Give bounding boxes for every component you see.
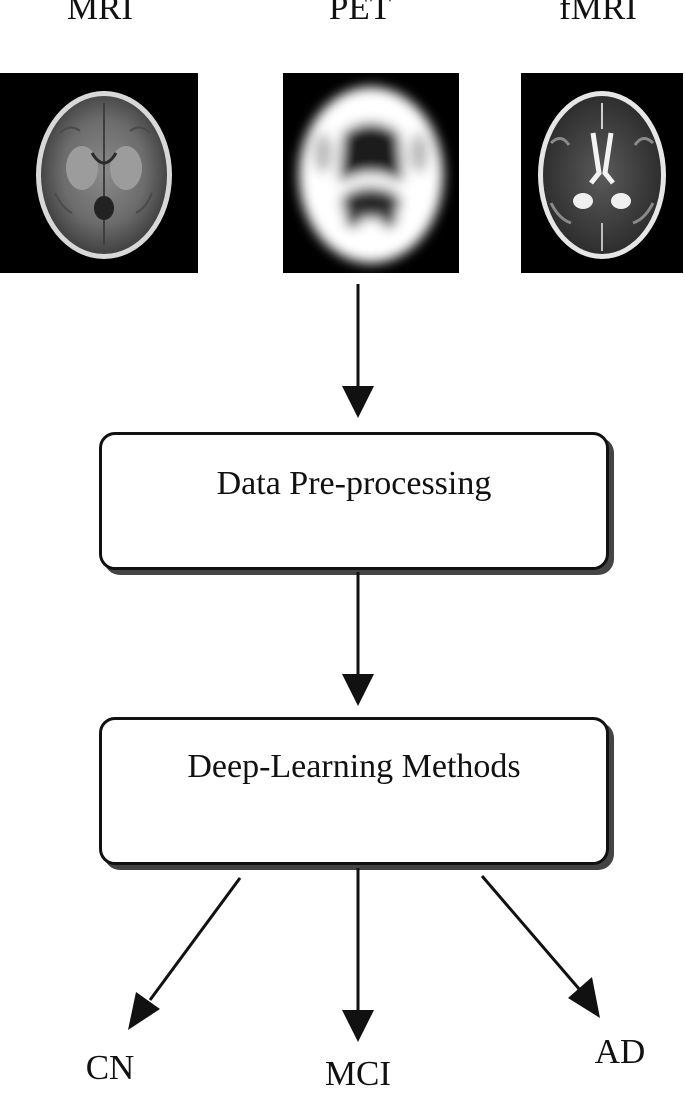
ad-label: AD bbox=[594, 1032, 646, 1071]
cn-label: CN bbox=[85, 1048, 135, 1087]
arrow-to-cn bbox=[148, 877, 242, 1001]
fmri-label: fMRI bbox=[559, 0, 637, 27]
data-preprocessing-label: Data Pre-processing bbox=[216, 465, 492, 502]
arrowhead-to-mci bbox=[342, 1010, 374, 1042]
mri-brain-scan-image bbox=[0, 73, 198, 273]
deep-learning-methods-box: Deep-Learning Methods bbox=[99, 717, 609, 865]
mci-label: MCI bbox=[324, 1054, 392, 1093]
arrowhead-scans-to-preprocessing bbox=[342, 386, 374, 418]
fmri-brain-scan-image bbox=[521, 73, 683, 273]
pet-label: PET bbox=[328, 0, 392, 27]
mri-label: MRI bbox=[66, 0, 134, 27]
arrow-to-ad bbox=[480, 875, 582, 991]
pet-brain-scan-image bbox=[283, 73, 459, 273]
arrowhead-to-cn bbox=[128, 992, 160, 1030]
deep-learning-methods-label: Deep-Learning Methods bbox=[187, 748, 521, 785]
arrowhead-to-ad bbox=[568, 977, 600, 1018]
arrowhead-preprocessing-to-deeplearning bbox=[342, 674, 374, 706]
data-preprocessing-box: Data Pre-processing bbox=[99, 432, 609, 570]
